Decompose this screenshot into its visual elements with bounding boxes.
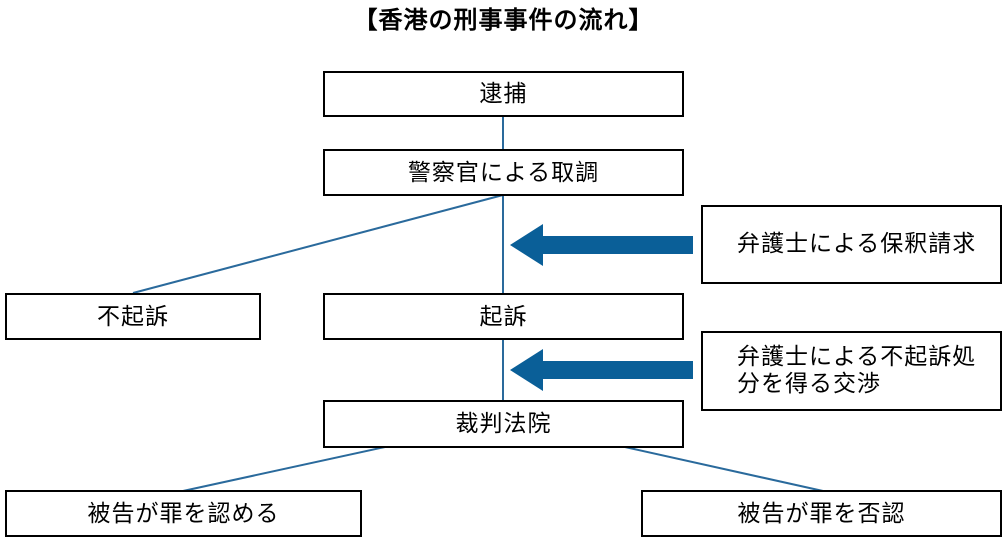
connector-interrogation-non-prosecution	[132, 194, 504, 294]
node-police-interrogation: 警察官による取調	[323, 149, 684, 196]
node-prosecution: 起訴	[323, 293, 684, 340]
arrow-bail	[510, 224, 693, 266]
node-plead-guilty: 被告が罪を認める	[5, 490, 362, 537]
node-arrest: 逮捕	[323, 71, 684, 117]
node-non-prosecution-label: 不起訴	[97, 303, 169, 330]
node-court-label: 裁判法院	[455, 411, 552, 437]
connector-court-not-guilty	[624, 446, 824, 492]
note-negotiation-text: 弁護士による不起訴処分を得る交渉	[737, 344, 977, 397]
node-plead-not-guilty: 被告が罪を否認	[641, 490, 1002, 537]
diagram-title: 【香港の刑事事件の流れ】	[353, 6, 654, 34]
node-non-prosecution: 不起訴	[5, 293, 261, 340]
node-prosecution-label: 起訴	[479, 303, 528, 330]
arrow-negotiation	[510, 349, 693, 391]
node-plead-not-guilty-label: 被告が罪を否認	[737, 500, 906, 527]
note-negotiation: 弁護士による不起訴処分を得る交渉	[701, 331, 1002, 411]
node-plead-guilty-label: 被告が罪を認める	[87, 500, 280, 527]
note-bail-text: 弁護士による保釈請求	[737, 231, 977, 257]
node-court: 裁判法院	[323, 400, 684, 448]
note-bail: 弁護士による保釈請求	[701, 205, 1002, 284]
node-police-interrogation-label: 警察官による取調	[407, 159, 600, 186]
connector-court-guilty	[182, 446, 386, 492]
node-arrest-label: 逮捕	[479, 81, 528, 107]
